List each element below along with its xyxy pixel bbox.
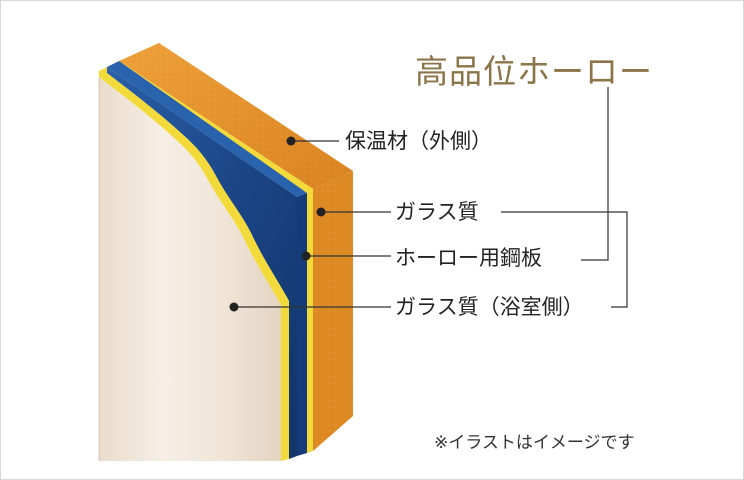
glass-bath-layer [99, 67, 289, 461]
insulation-marker [286, 136, 296, 146]
label-glass-bath: ガラス質（浴室側） [395, 295, 584, 319]
glass-bath-marker [229, 302, 239, 312]
steel-side [297, 193, 307, 456]
label-insulation: 保温材（外側） [345, 129, 492, 153]
illustration-note: ※イラストはイメージです [434, 433, 635, 453]
steel-cutaway [107, 67, 297, 459]
steel-marker [301, 251, 311, 261]
glass-outer-layer [113, 61, 313, 453]
steel-top [107, 61, 307, 197]
diagram-title: 高品位ホーロー [415, 52, 653, 91]
label-glass-outer: ガラス質 [395, 200, 479, 224]
label-steel: ホーロー用鋼板 [395, 246, 542, 270]
glass-outer-marker [316, 207, 326, 217]
enamel-front-face [99, 77, 281, 461]
